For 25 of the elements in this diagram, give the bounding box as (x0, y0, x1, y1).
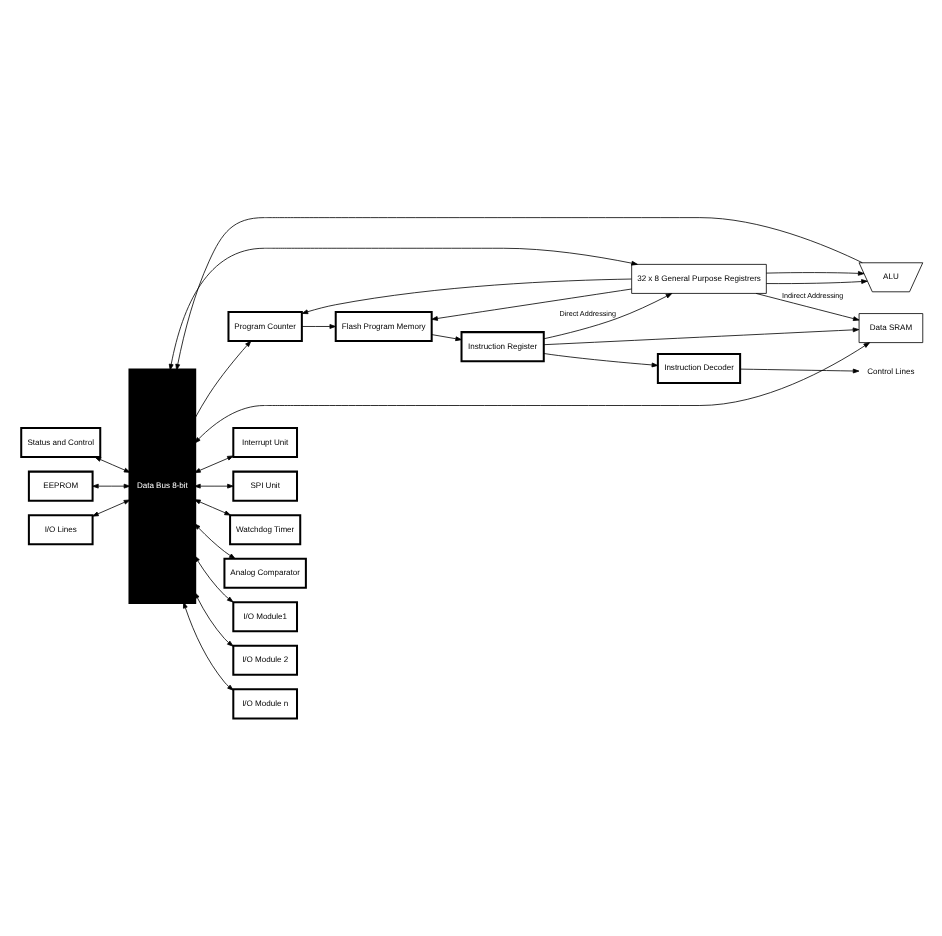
arrow (542, 293, 672, 340)
arrow (174, 217, 862, 371)
arrow (193, 455, 233, 473)
arrow (193, 342, 869, 444)
arrow (193, 592, 233, 647)
arrow (193, 483, 233, 489)
arrow (764, 271, 864, 276)
arrow (193, 340, 251, 420)
arrow (430, 334, 461, 342)
arrow (193, 523, 235, 560)
arrow (430, 288, 631, 321)
arrow (193, 499, 230, 516)
arrow (93, 456, 130, 473)
arrow (542, 353, 658, 368)
arrow (300, 278, 631, 315)
arrow (91, 483, 130, 489)
arrow (542, 327, 859, 346)
arrow (754, 293, 859, 321)
arrow (167, 247, 637, 371)
arrow (738, 368, 859, 374)
arrow (91, 499, 130, 517)
arrow (764, 279, 867, 284)
arrow (300, 324, 335, 329)
arrow (182, 601, 233, 691)
arrow (193, 555, 233, 603)
